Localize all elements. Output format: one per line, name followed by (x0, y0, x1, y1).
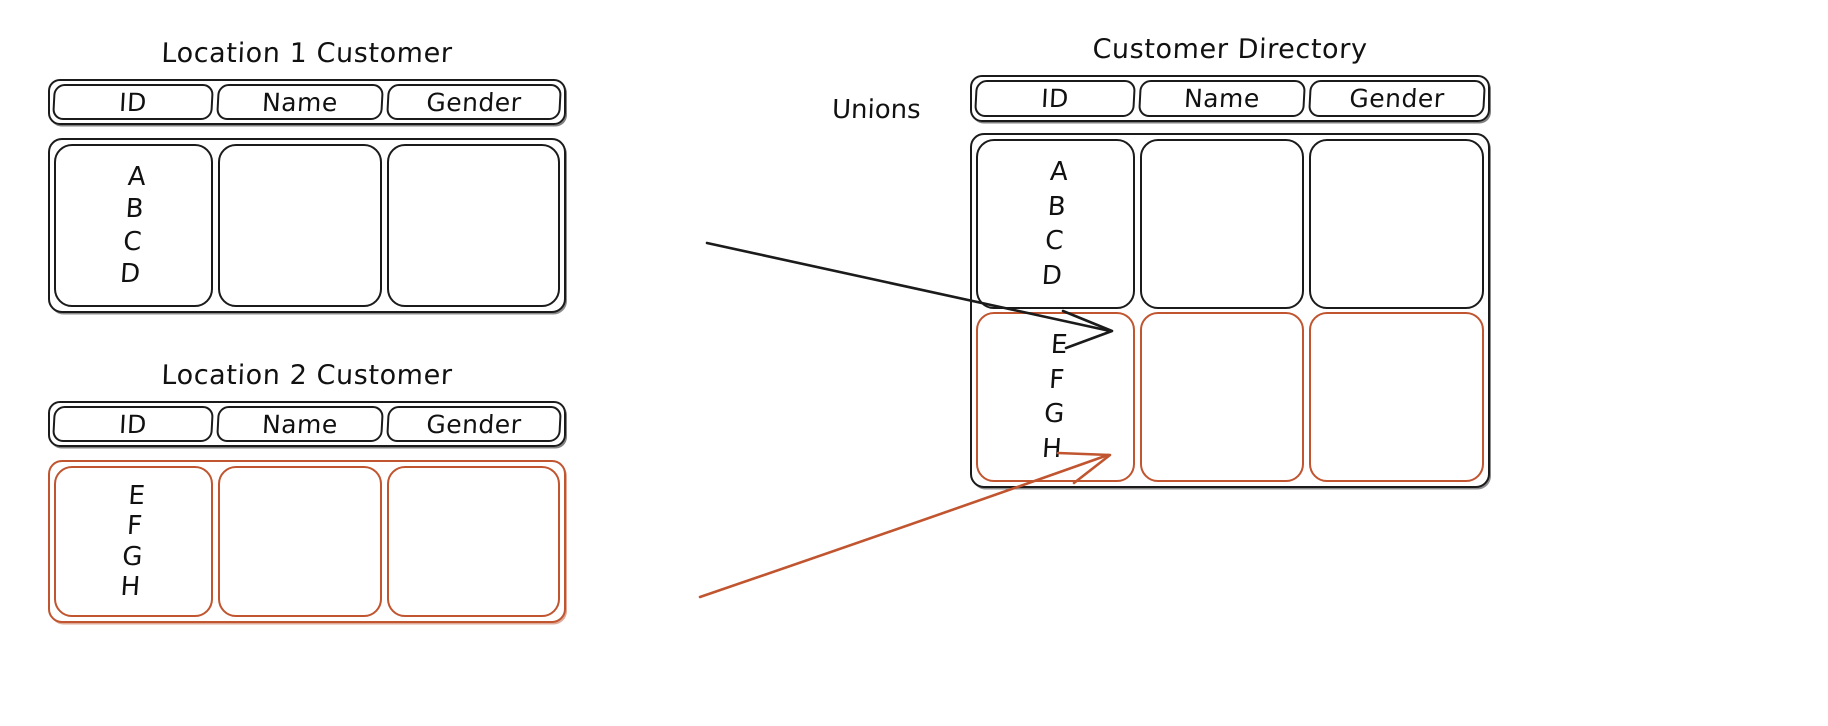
table-customer-directory-title: Customer Directory (1091, 34, 1369, 65)
table-location2-title: Location 2 Customer (160, 360, 454, 391)
table-customer-directory-header-name: Name (1138, 80, 1306, 117)
table-location2-cell-gender (387, 466, 560, 617)
cell-value: A (1049, 157, 1070, 188)
directory-section1-cell-id: A B C D (976, 139, 1135, 309)
table-customer-directory-header-row: ID Name Gender (970, 75, 1490, 122)
cell-value: H (119, 572, 142, 603)
unions-label: Unions (831, 95, 922, 125)
cell-value: E (1049, 330, 1069, 361)
cell-value: D (119, 258, 142, 289)
table-location1-header-gender: Gender (386, 84, 562, 120)
cell-value: F (1048, 364, 1066, 395)
cell-value: C (1044, 226, 1065, 257)
cell-value: B (124, 194, 145, 225)
table-location1: Location 1 Customer ID Name Gender A B C… (48, 38, 566, 313)
cell-value: G (1043, 399, 1066, 430)
cell-value: C (122, 226, 143, 257)
table-location1-cell-gender (387, 144, 560, 307)
directory-section1-cell-name (1140, 139, 1304, 309)
cell-value: A (126, 162, 147, 193)
cell-value: E (127, 480, 146, 511)
table-location2-cell-id: E F G H (54, 466, 213, 617)
table-location1-header-name: Name (216, 84, 384, 120)
table-location2-body: E F G H (48, 460, 566, 623)
directory-section1-cell-gender (1309, 139, 1484, 309)
table-location2-header-row: ID Name Gender (48, 401, 566, 447)
table-location2-cell-name (218, 466, 382, 617)
table-location2: Location 2 Customer ID Name Gender E F G… (48, 360, 566, 623)
cell-value: B (1046, 191, 1067, 222)
directory-section2-cell-id: E F G H (976, 312, 1135, 482)
table-location1-header-id: ID (52, 84, 214, 120)
table-location1-cell-name (218, 144, 382, 307)
table-location1-title: Location 1 Customer (160, 38, 454, 69)
directory-section1-id-values: A B C D (972, 141, 1139, 307)
table-location1-id-values: A B C D (50, 146, 216, 305)
directory-section-location1: A B C D (976, 139, 1484, 309)
directory-section2-cell-name (1140, 312, 1304, 482)
table-location1-header-row: ID Name Gender (48, 79, 566, 125)
table-customer-directory-header-gender: Gender (1308, 80, 1486, 117)
cell-value: F (126, 511, 144, 542)
cell-value: D (1040, 260, 1063, 291)
cell-value: H (1041, 433, 1063, 464)
table-customer-directory-body: A B C D E F G H (970, 133, 1490, 488)
table-location2-header-gender: Gender (386, 406, 562, 442)
table-location2-header-name: Name (216, 406, 384, 442)
directory-section2-id-values: E F G H (972, 314, 1139, 480)
cell-value: G (121, 541, 144, 572)
directory-section2-cell-gender (1309, 312, 1484, 482)
directory-section-location2: E F G H (976, 312, 1484, 482)
table-location1-body: A B C D (48, 138, 566, 313)
table-customer-directory-header-id: ID (974, 80, 1136, 117)
table-location2-id-values: E F G H (51, 468, 216, 615)
table-location2-header-id: ID (52, 406, 214, 442)
table-location1-cell-id: A B C D (54, 144, 213, 307)
table-customer-directory: Customer Directory ID Name Gender A B C … (970, 34, 1490, 488)
